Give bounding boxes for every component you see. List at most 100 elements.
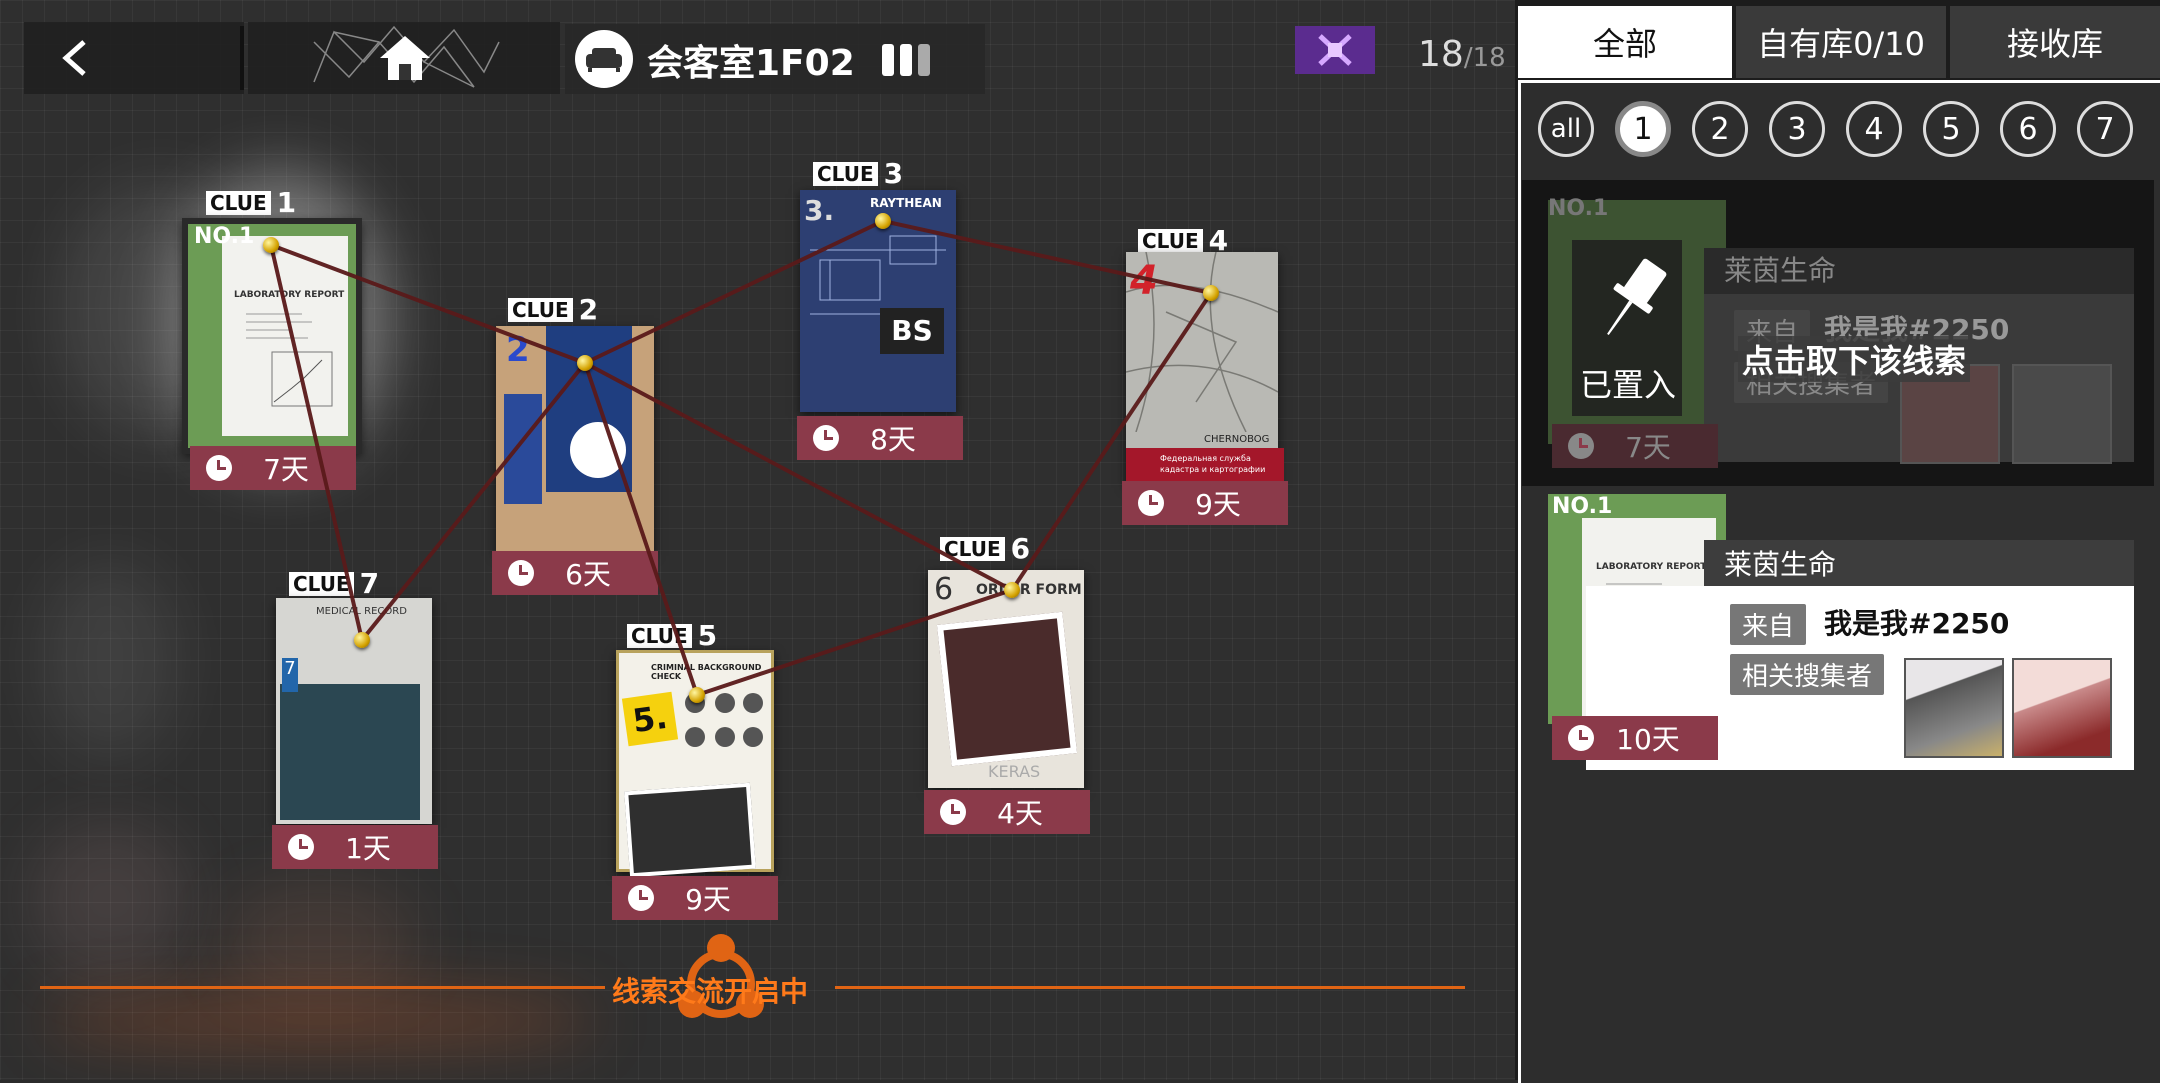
clue-5-sticky-note: 5. — [621, 691, 679, 747]
clue-6-footer: KERAS — [988, 762, 1041, 781]
clue-3-mark: 3. — [804, 194, 835, 227]
pin-icon — [1203, 285, 1219, 301]
clue-6-document[interactable]: 6 ORDER FORM KERAS — [928, 570, 1084, 788]
room-name: 会客室1F02 — [647, 43, 855, 84]
collector-avatar — [2012, 364, 2112, 464]
entry-timer-text: 10天 — [1616, 723, 1680, 756]
entry-company: 莱茵生命 — [1704, 248, 2134, 294]
clue-number: 6 — [1010, 532, 1031, 565]
home-icon — [380, 36, 430, 80]
clue-tag-label: CLUE — [508, 297, 573, 322]
sofa-icon — [575, 30, 633, 88]
entry-doc-title: LABORATORY REPORT — [1596, 562, 1707, 572]
clue-tag-label: CLUE — [627, 623, 692, 648]
pin-icon — [263, 237, 279, 253]
drone-icon — [1295, 26, 1375, 74]
collector-avatar[interactable] — [1904, 658, 2004, 758]
pin-icon — [689, 687, 705, 703]
clue-4-banner: Федеральная служба кадастра и картографи… — [1126, 448, 1284, 482]
clue-number: 1 — [276, 186, 297, 219]
clue-3-timer: 8天 — [797, 416, 963, 460]
entry-doc-no: NO.1 — [1552, 494, 1613, 519]
clue-6-timer: 4天 — [924, 790, 1090, 834]
collector-avatar[interactable] — [2012, 658, 2112, 758]
clue-3-brand: RAYTHEAN — [870, 196, 942, 210]
room-indicator: 会客室1F02 — [565, 24, 985, 94]
filter-all[interactable]: all — [1538, 101, 1594, 157]
clue-entry-placed[interactable]: NO.1 莱茵生命 来自 我是我#2250 相关搜集者 7天 已置入 点击取下该… — [1522, 180, 2154, 486]
filter-6[interactable]: 6 — [2000, 101, 2056, 157]
clue-7-timer: 1天 — [272, 825, 438, 869]
clock-icon — [940, 799, 966, 825]
clock-icon — [206, 455, 232, 481]
pushpin-icon — [1607, 258, 1667, 335]
entry-from-user: 我是我#2250 — [1824, 607, 2010, 640]
filter-5[interactable]: 5 — [1923, 101, 1979, 157]
back-button[interactable] — [24, 22, 244, 94]
home-button[interactable] — [248, 22, 560, 94]
remove-clue-hint[interactable]: 点击取下该线索 — [1738, 336, 1971, 382]
clue-7-timer-text: 1天 — [345, 832, 391, 865]
clue-1-timer-text: 7天 — [263, 453, 309, 486]
clue-tag-label: CLUE — [289, 571, 354, 596]
tab-own-library[interactable]: 自有库0/10 — [1736, 6, 1946, 78]
clue-2-timer: 6天 — [492, 551, 658, 595]
clue-7-document[interactable]: MEDICAL RECORD 7 — [276, 598, 432, 824]
filter-1[interactable]: 1 — [1615, 101, 1671, 157]
clue-4-timer-text: 9天 — [1195, 488, 1241, 521]
clue-entry[interactable]: NO.1 LABORATORY REPORT 莱茵生命 来自 我是我#2250 … — [1522, 494, 2154, 784]
clock-icon — [508, 560, 534, 586]
pin-icon — [354, 632, 370, 648]
entry-company: 莱茵生命 — [1704, 540, 2134, 586]
clock-icon — [1568, 725, 1594, 751]
topbar-divider — [240, 26, 244, 90]
exchange-line-left — [40, 986, 605, 989]
clue-number: 4 — [1208, 224, 1229, 257]
clue-1-doc-no: NO.1 — [194, 224, 255, 249]
exchange-icon[interactable] — [670, 928, 772, 1030]
entry-timer-text: 7天 — [1625, 431, 1671, 464]
filter-2[interactable]: 2 — [1692, 101, 1748, 157]
clue-tag-label: CLUE — [206, 190, 271, 215]
drone-count-value: 18 — [1418, 34, 1464, 75]
clock-icon — [1568, 433, 1594, 459]
clock-icon — [288, 834, 314, 860]
clue-6-mark: 6 — [934, 572, 954, 607]
pin-icon — [1004, 582, 1020, 598]
lab-chart-illustration — [246, 313, 333, 407]
clue-4-mark: 4 — [1130, 258, 1158, 304]
entry-from-label: 来自 — [1730, 604, 1807, 645]
filter-7[interactable]: 7 — [2077, 101, 2133, 157]
clue-2-timer-text: 6天 — [565, 558, 611, 591]
clue-3-timer-text: 8天 — [870, 423, 916, 456]
exchange-line-right — [835, 986, 1465, 989]
drone-count: 18/18 — [1418, 34, 1506, 75]
clue-7-title: MEDICAL RECORD — [316, 606, 407, 617]
clue-6-title: ORDER FORM — [976, 582, 1082, 598]
clue-6-timer-text: 4天 — [997, 797, 1043, 830]
clue-1-document[interactable]: NO.1 LABORATORY REPORT — [182, 218, 362, 454]
tab-all[interactable]: 全部 — [1518, 6, 1732, 78]
clue-5-document[interactable]: CRIMINAL BACKGROUND CHECK 5. — [616, 650, 774, 878]
exchange-status: 线索交流开启中 — [612, 975, 809, 1008]
entry-collectors-label: 相关搜集者 — [1730, 654, 1885, 695]
entry-doc-no: NO.1 — [1548, 196, 1609, 221]
tab-received-library[interactable]: 接收库 — [1950, 6, 2160, 78]
clue-1-doc-title: LABORATORY REPORT — [234, 290, 345, 300]
clock-icon — [628, 885, 654, 911]
clue-2-document[interactable]: 2 — [496, 326, 654, 552]
clock-icon — [1138, 490, 1164, 516]
clue-number: 3 — [883, 157, 904, 190]
entry-placed-label: 已置入 — [1580, 366, 1677, 404]
filter-3[interactable]: 3 — [1769, 101, 1825, 157]
clue-tag-label: CLUE — [1138, 228, 1203, 253]
clue-4-document[interactable]: 4 CHERNOBOG Федеральная служба кадастра … — [1126, 252, 1284, 484]
station-bars-icon — [882, 44, 930, 76]
clue-number: 5 — [697, 619, 718, 652]
filter-4[interactable]: 4 — [1846, 101, 1902, 157]
clue-3-badge: BS — [880, 308, 944, 354]
